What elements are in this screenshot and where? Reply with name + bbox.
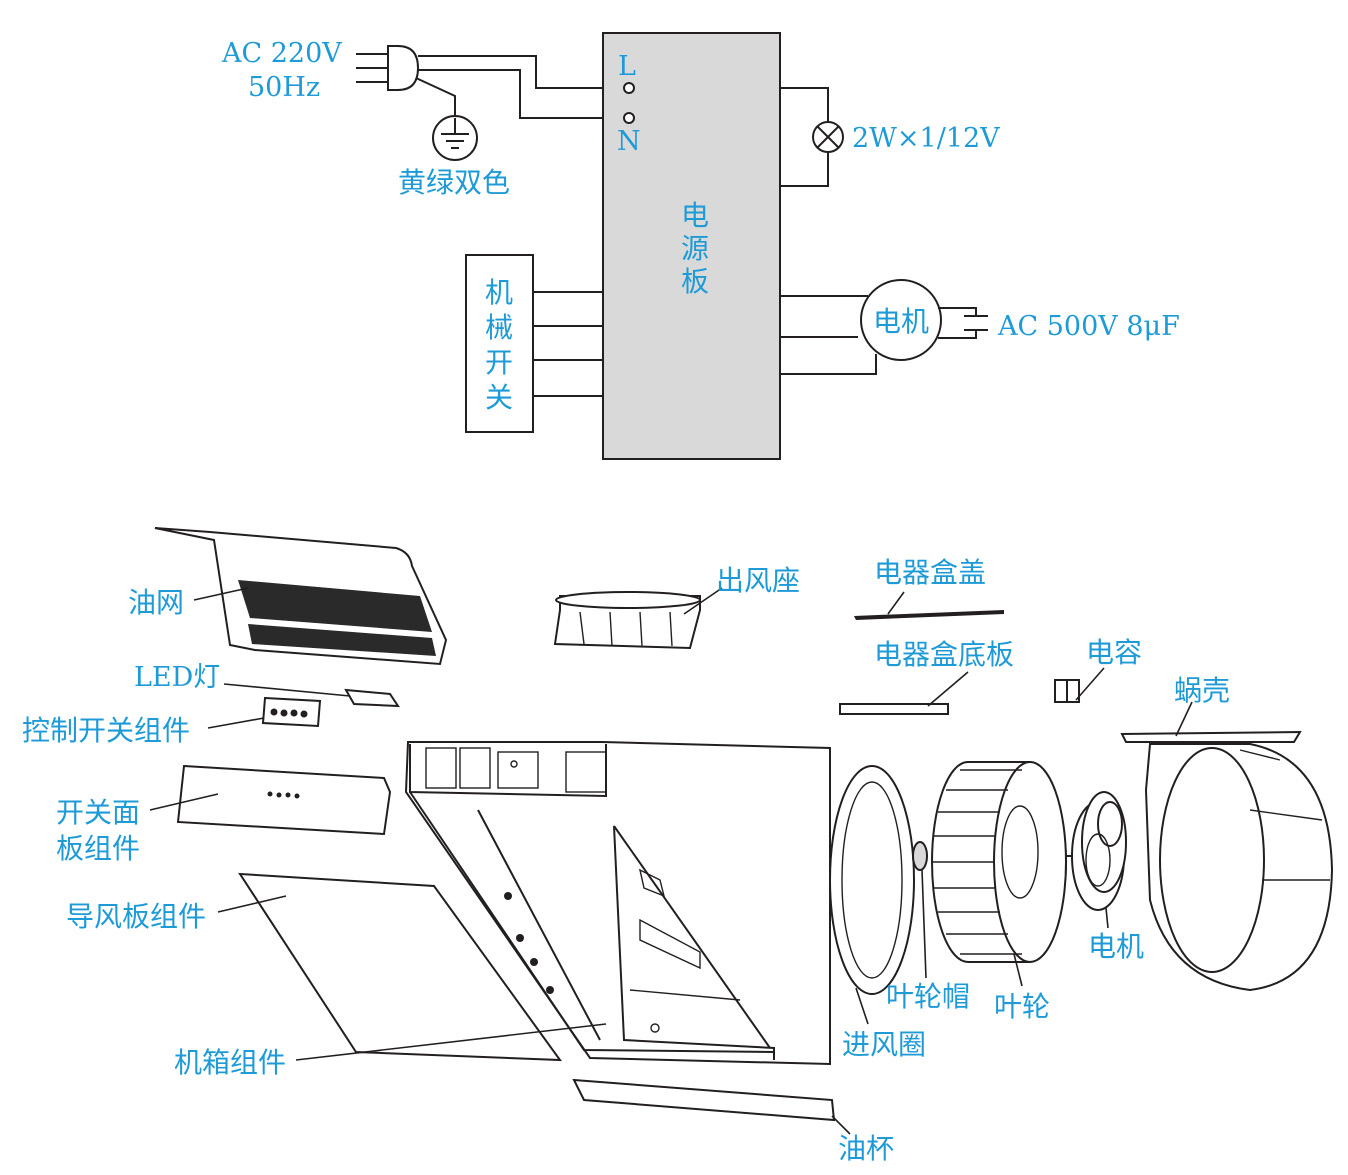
supply-voltage-label: AC 220V [221, 38, 342, 69]
board-label-char-3: 板 [681, 265, 709, 298]
capacitor-part-label: 电容 [1086, 636, 1142, 669]
oil-cup-leader [831, 1115, 851, 1135]
volute-part [1120, 730, 1334, 992]
outlet-seat-part [553, 591, 701, 650]
supply-frequency-label: 50Hz [248, 72, 320, 103]
wire-ground [415, 77, 456, 118]
oil-net-label: 油网 [128, 586, 184, 619]
switch-label-char-1: 机 [485, 276, 513, 309]
motor-label: 电机 [873, 305, 929, 338]
inlet-ring-part [829, 765, 915, 995]
motor-symbol [860, 279, 942, 361]
cabinet-part [404, 741, 831, 1066]
impeller-cap-label: 叶轮帽 [886, 980, 970, 1013]
impeller-cap-leader [921, 869, 927, 979]
impeller-part [931, 761, 1068, 963]
plug-icon [356, 45, 420, 91]
mechanical-switch-box [465, 254, 534, 433]
motor-wires [780, 295, 877, 375]
wiring-diagram: AC 220V 50Hz 黄绿双色 L N 电 源 板 [221, 32, 1180, 460]
control-switch-leader [207, 717, 265, 729]
switch-label-char-4: 关 [485, 381, 513, 414]
switch-panel-label-line-1: 开关面 [56, 796, 140, 829]
board-label-char-2: 源 [681, 232, 709, 265]
volute-label: 蜗壳 [1174, 674, 1230, 707]
capacitor-rating-label: AC 500V 8μF [997, 311, 1180, 342]
wire-N [418, 69, 622, 119]
led-lamp-label: LED灯 [134, 662, 220, 693]
capacitor-leader [1075, 667, 1105, 701]
box-base-label: 电器盒底板 [874, 638, 1014, 671]
lamp-icon [812, 121, 844, 153]
lamp-wire-bottom [780, 152, 829, 187]
impeller-leader [1013, 953, 1023, 987]
inlet-ring-leader [855, 987, 869, 1025]
ground-wire-label: 黄绿双色 [398, 166, 510, 199]
switch-panel-label-line-2: 板组件 [56, 832, 140, 865]
box-cover-part [854, 610, 1004, 620]
box-cover-label: 电器盒盖 [874, 556, 986, 589]
switch-panel-leader [149, 793, 219, 811]
motor-leader [1105, 907, 1109, 929]
cabinet-label: 机箱组件 [174, 1046, 286, 1079]
terminal-L-point [623, 82, 635, 94]
oil-net-part [154, 527, 448, 666]
capacitor-icon [938, 307, 988, 339]
board-label-char-1: 电 [681, 199, 709, 232]
outlet-seat-leader [683, 587, 723, 615]
exploded-view: 油网 LED灯 控制开关组件 开关面 板组件 导风板组件 [22, 527, 1334, 1165]
oil-cup-part [572, 1078, 836, 1122]
air-guide-label: 导风板组件 [66, 900, 206, 933]
power-board [602, 32, 781, 460]
oil-net-leader [193, 587, 249, 601]
box-cover-leader [887, 591, 905, 615]
terminal-N-label: N [617, 126, 641, 157]
box-base-part [839, 703, 949, 715]
volute-leader [1175, 701, 1193, 737]
impeller-cap-part [912, 841, 928, 871]
lamp-wire-top [780, 87, 829, 122]
motor-part [1066, 791, 1127, 911]
motor-part-label: 电机 [1088, 930, 1144, 963]
led-lamp-part [344, 688, 400, 708]
outlet-seat-label: 出风座 [716, 564, 800, 597]
wire-L [418, 55, 622, 89]
cabinet-leader [295, 1023, 607, 1061]
led-lamp-leader [223, 683, 351, 697]
switch-panel-part [176, 764, 392, 836]
inlet-ring-label: 进风圈 [842, 1028, 926, 1061]
air-guide-leader [217, 895, 287, 913]
switch-wires [533, 291, 603, 397]
air-guide-plate-part [238, 872, 563, 1062]
lamp-rating-label: 2W×1/12V [852, 123, 1000, 154]
impeller-label: 叶轮 [994, 990, 1050, 1023]
control-switch-part [261, 696, 322, 728]
oil-cup-label: 油杯 [838, 1132, 894, 1165]
box-base-leader [927, 671, 969, 707]
terminal-L-label: L [618, 51, 636, 82]
switch-label-char-3: 开 [485, 346, 513, 379]
switch-label-char-2: 械 [485, 311, 513, 344]
capacitor-part [1054, 679, 1080, 703]
control-switch-label: 控制开关组件 [22, 714, 190, 747]
terminal-N-point [623, 112, 635, 124]
ground-icon [432, 115, 478, 161]
